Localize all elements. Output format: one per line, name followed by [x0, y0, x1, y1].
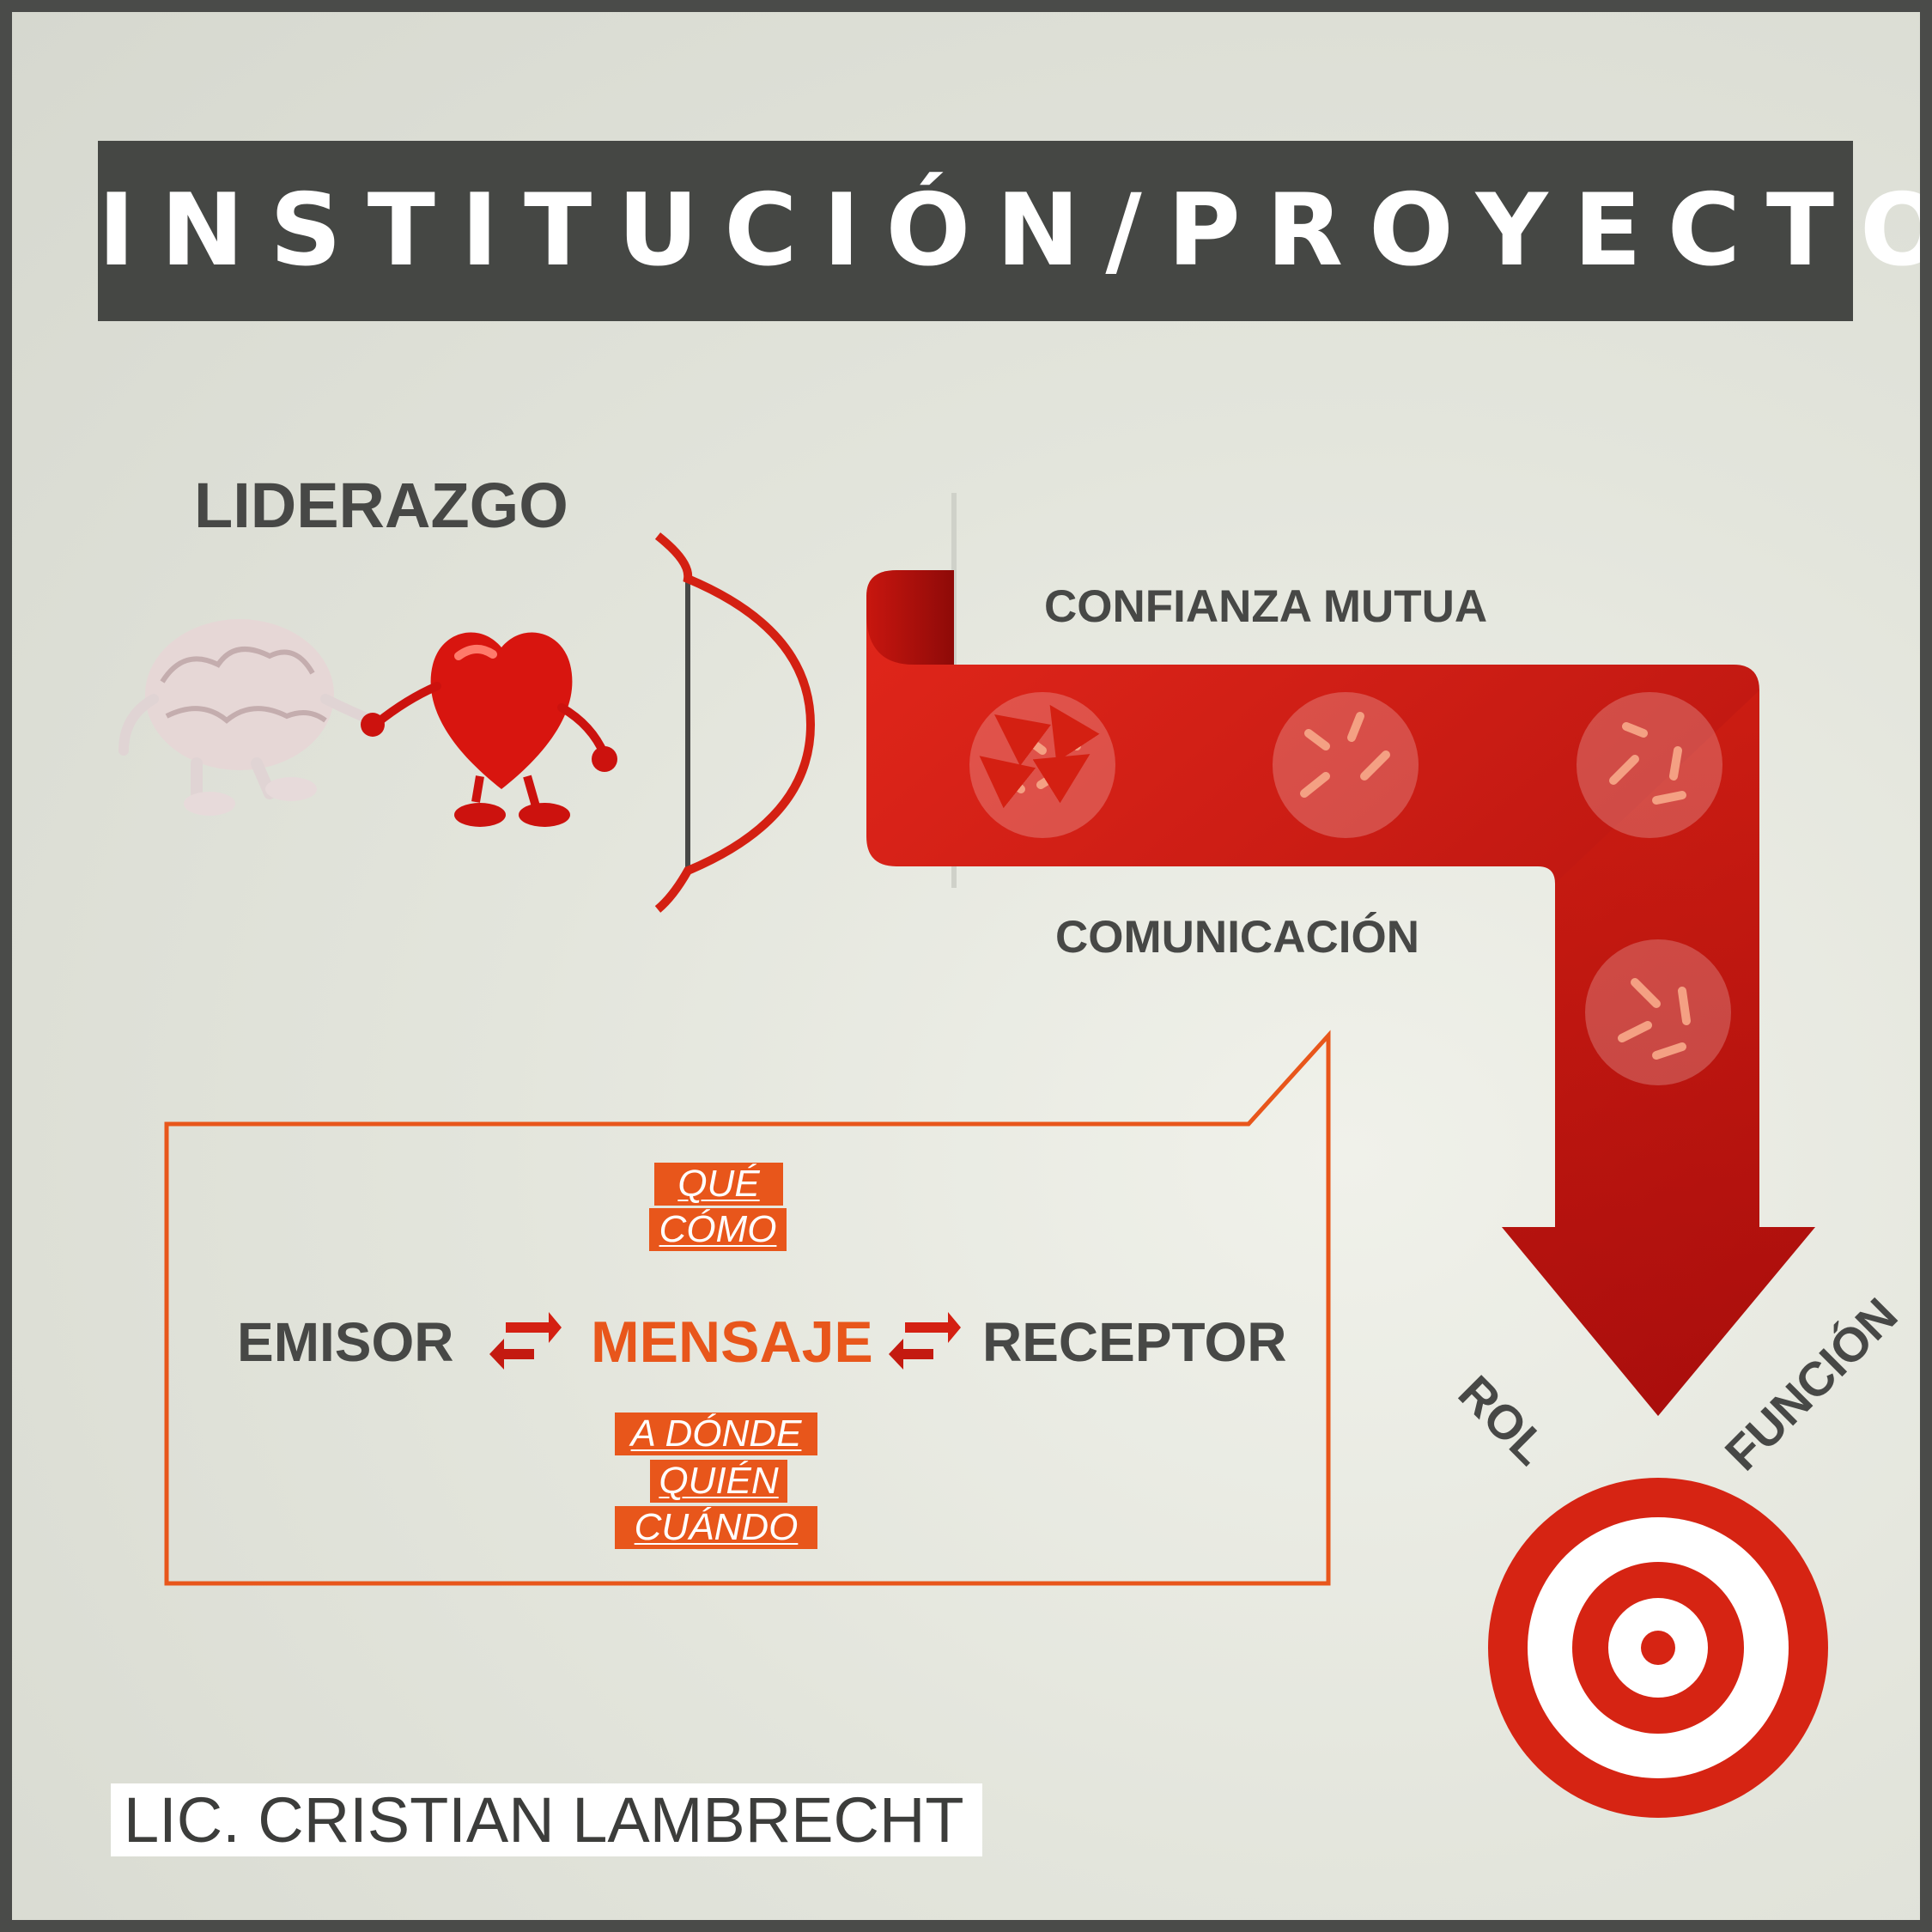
exchange-arrows-icon: [889, 1312, 961, 1370]
receiver-label: RECEPTOR: [982, 1311, 1287, 1373]
mutual-trust-label: CONFIANZA MUTUA: [1044, 581, 1488, 632]
author-name: LIC. CRISTIAN LAMBRECHT: [124, 1784, 964, 1856]
question-tag: QUIÉN: [650, 1460, 787, 1503]
target-icon: [1488, 1478, 1828, 1818]
arrows-circle-icon: [1585, 939, 1731, 1085]
brain-heart-illustration: [118, 619, 617, 827]
arrows-circle-icon: [1273, 692, 1419, 838]
arrows-circle-icon: [1577, 692, 1722, 838]
question-tag: A DÓNDE: [615, 1413, 817, 1455]
bow-bracket-icon: [654, 532, 816, 913]
question-tag: QUÉ: [654, 1163, 783, 1206]
message-label: MENSAJE: [591, 1309, 873, 1375]
page-title: INSTITUCIÓN/PROYECTO: [98, 173, 1932, 289]
question-tag: CUÁNDO: [615, 1506, 817, 1549]
message-bubble: [164, 1030, 1331, 1586]
diagram-graphics: [118, 493, 1828, 1818]
title-bar: [98, 141, 1853, 321]
leadership-label: LIDERAZGO: [194, 470, 568, 541]
exchange-arrows-icon: [489, 1312, 562, 1370]
arrows-circle-icon: [969, 692, 1115, 838]
author-box: [111, 1783, 982, 1856]
emitter-label: EMISOR: [237, 1311, 454, 1373]
question-tag: CÓMO: [649, 1208, 787, 1251]
communication-label: COMUNICACIÓN: [1055, 912, 1419, 963]
